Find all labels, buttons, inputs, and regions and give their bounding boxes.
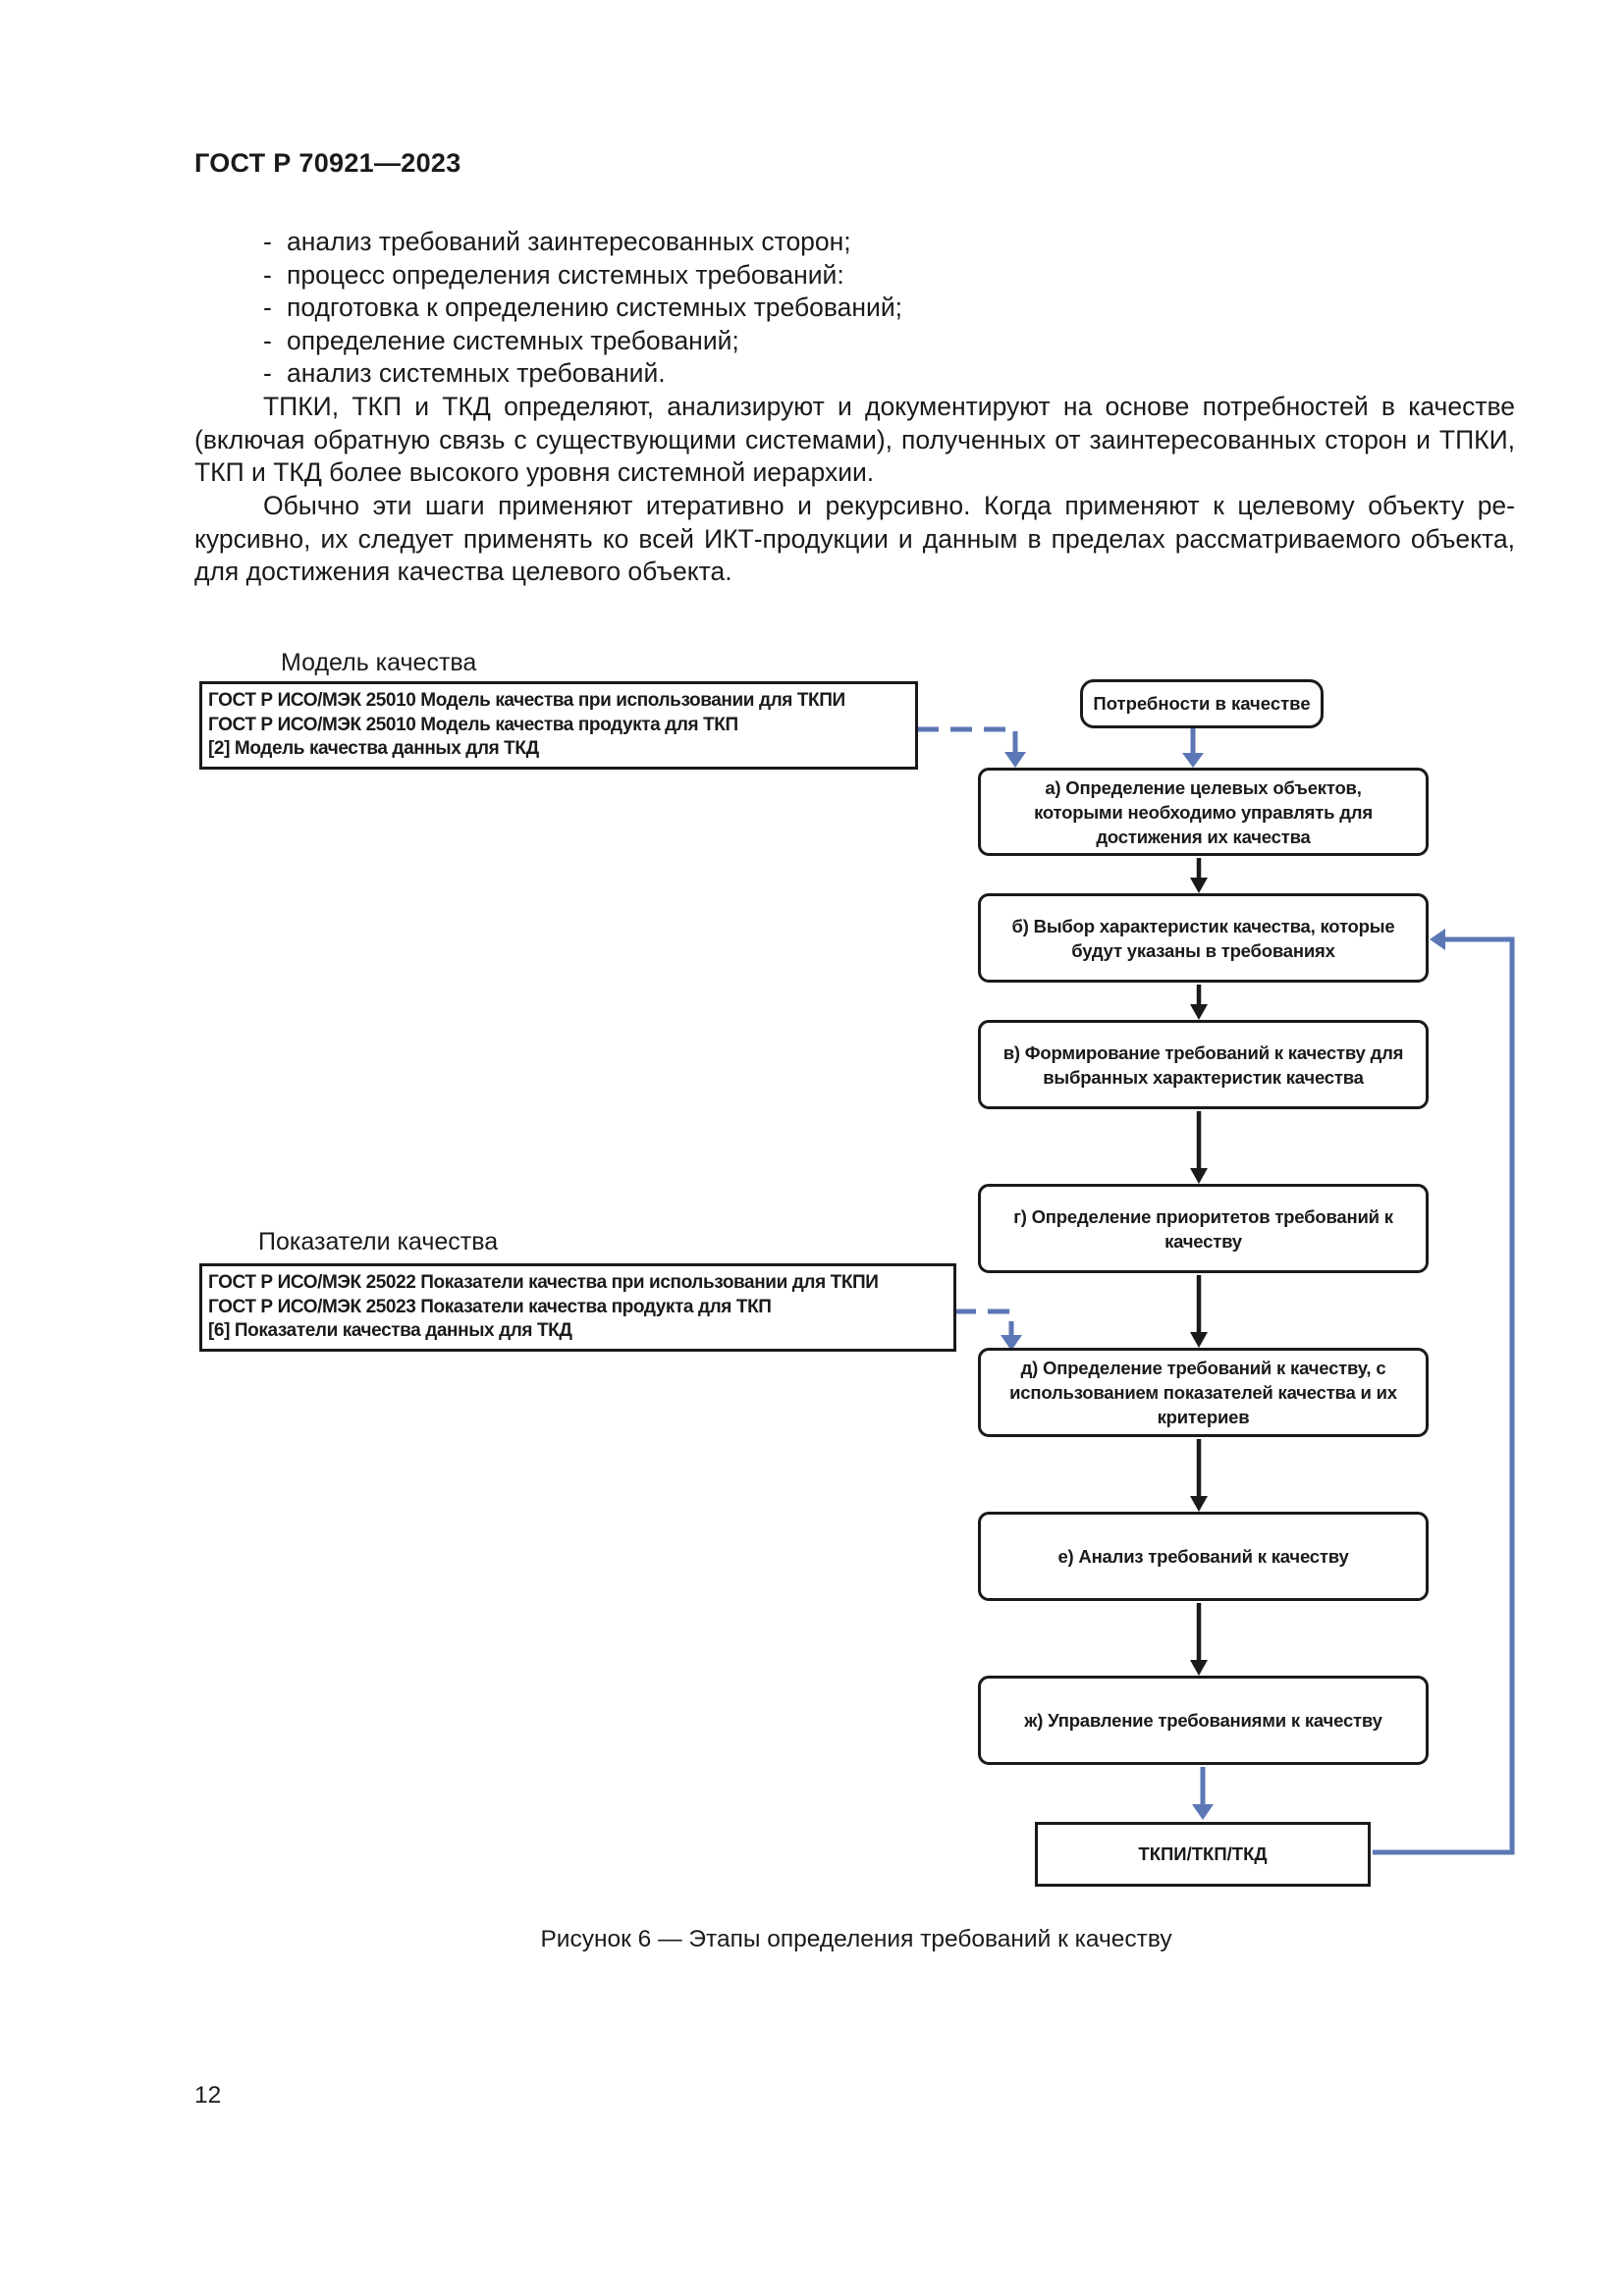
quality-measures-title: Показатели качества: [258, 1228, 499, 1255]
feedback-loop-arrow: [1373, 929, 1515, 1855]
step-g-to-output-arrow: [1192, 1767, 1214, 1820]
document-code: ГОСТ Р 70921—2023: [194, 148, 461, 178]
output-box: ТКПИ/ТКП/ТКД: [1035, 1822, 1371, 1887]
list-item: анализ требований заинтересованных сторо…: [263, 226, 902, 259]
flow-arrow-c-d: [1190, 1111, 1208, 1184]
figure-caption-text: Рисунок 6 — Этапы определения требований…: [540, 1926, 1172, 1952]
quality-needs-box: Потребности в качестве: [1080, 679, 1324, 728]
step-e-box: д) Определение требований к качеству, с …: [978, 1348, 1429, 1437]
figure-caption: Рисунок 6 — Этапы определения требований…: [0, 1926, 1624, 1953]
quality-model-title: Модель качества: [281, 649, 477, 676]
step-b-box: б) Выбор характеристик качества, которые…: [978, 893, 1429, 983]
needs-to-step-a-arrow: [1182, 724, 1204, 768]
flow-arrow-d-e: [1190, 1275, 1208, 1348]
quality-measures-line: ГОСТ Р ИСО/МЭК 25023 Показатели качества…: [208, 1296, 772, 1317]
page-number: 12: [194, 2082, 222, 2109]
paragraph: Обычно эти шаги применяют итеративно и р…: [194, 491, 1515, 586]
flow-arrow-e-f: [1190, 1439, 1208, 1512]
list-item: процесс определения системных требований…: [263, 259, 902, 293]
quality-model-line: ГОСТ Р ИСО/МЭК 25010 Модель качества про…: [208, 714, 738, 735]
quality-model-line: [2] Модель качества данных для ТКД: [208, 738, 539, 759]
quality-measures-line: [6] Показатели качества данных для ТКД: [208, 1320, 572, 1341]
paragraph: ТПКИ, ТКП и ТКД определяют, анализируют …: [194, 392, 1515, 487]
flow-arrow-a-b: [1190, 858, 1208, 893]
list-item: подготовка к определению системных требо…: [263, 292, 902, 325]
quality-model-box: ГОСТ Р ИСО/МЭК 25010 Модель качества при…: [199, 681, 918, 770]
quality-measures-box: ГОСТ Р ИСО/МЭК 25022 Показатели качества…: [199, 1263, 956, 1352]
flow-arrow-f-g: [1190, 1603, 1208, 1676]
flow-arrow-b-c: [1190, 985, 1208, 1020]
step-c-box: в) Формирование требований к качеству дл…: [978, 1020, 1429, 1109]
step-g-box: ж) Управление требованиями к качеству: [978, 1676, 1429, 1765]
step-d-box: г) Определение приоритетов требований к …: [978, 1184, 1429, 1273]
step-f-box: е) Анализ требований к качеству: [978, 1512, 1429, 1601]
quality-measures-link-arrow: [954, 1308, 1022, 1351]
quality-model-line: ГОСТ Р ИСО/МЭК 25010 Модель качества при…: [208, 690, 845, 711]
list-item: определение системных требований;: [263, 325, 902, 358]
list-item: анализ системных требований.: [263, 357, 902, 391]
quality-measures-line: ГОСТ Р ИСО/МЭК 25022 Показатели качества…: [208, 1272, 879, 1293]
step-a-box: а) Определение целевых объектов, которым…: [978, 768, 1429, 856]
bullet-list: анализ требований заинтересованных сторо…: [263, 226, 902, 391]
quality-model-link-arrow: [917, 726, 1026, 768]
